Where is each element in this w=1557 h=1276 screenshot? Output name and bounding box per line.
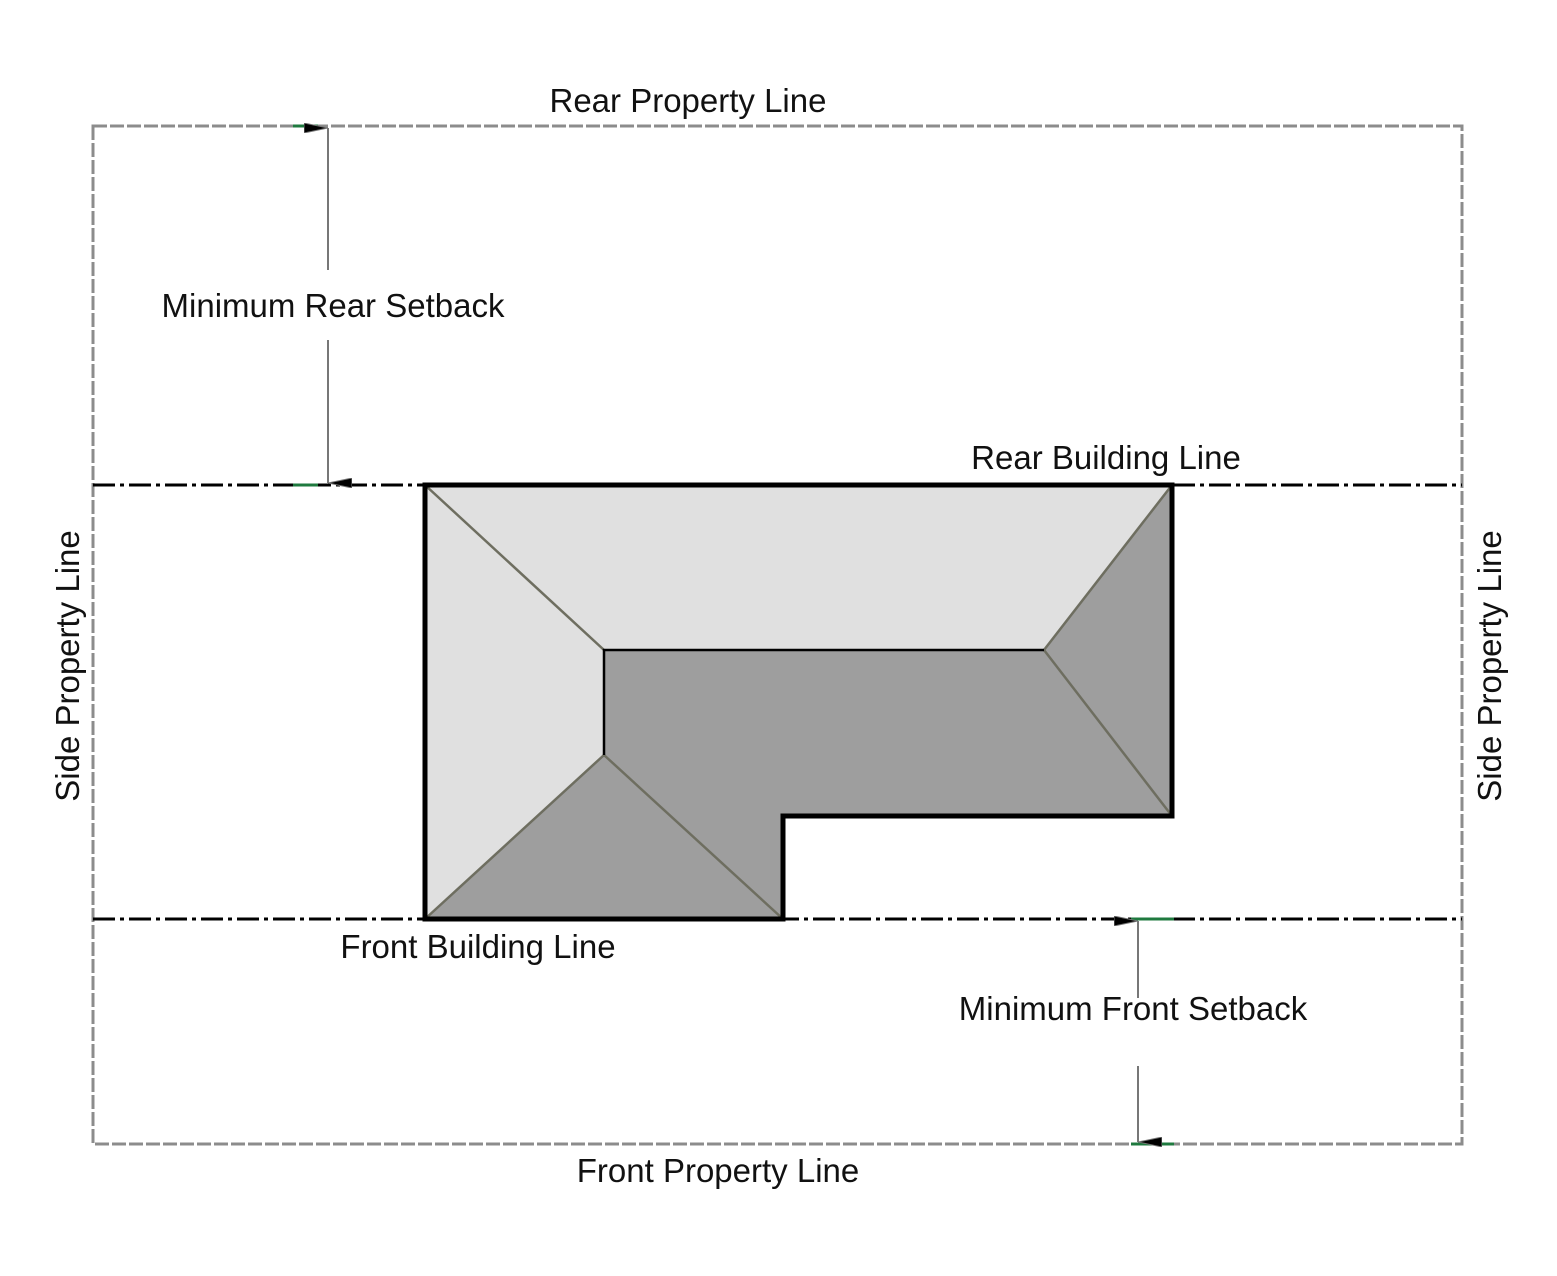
hip-line bbox=[1043, 484, 1173, 651]
ridge-line bbox=[602, 648, 1044, 755]
hip-line bbox=[1043, 649, 1173, 817]
roof-dark-faces bbox=[425, 485, 1172, 919]
roof-light-faces bbox=[425, 485, 1172, 919]
front-property-line-label: Front Property Line bbox=[577, 1152, 859, 1189]
hip-line bbox=[603, 754, 784, 920]
building-outline bbox=[422, 482, 1175, 922]
front-building-line-label: Front Building Line bbox=[340, 928, 615, 965]
side-property-line-right-label: Side Property Line bbox=[1471, 530, 1508, 802]
side-property-line-left-label: Side Property Line bbox=[49, 530, 86, 802]
building-roof-plan bbox=[422, 482, 1175, 922]
hip-line bbox=[424, 484, 605, 651]
hip-line bbox=[424, 754, 605, 920]
rear-building-line-label: Rear Building Line bbox=[971, 439, 1241, 476]
min-rear-setback-label: Minimum Rear Setback bbox=[162, 287, 505, 324]
min-front-setback-label: Minimum Front Setback bbox=[959, 990, 1308, 1027]
property-boundary bbox=[91, 124, 1464, 1146]
rear-property-line-label: Rear Property Line bbox=[550, 82, 827, 119]
